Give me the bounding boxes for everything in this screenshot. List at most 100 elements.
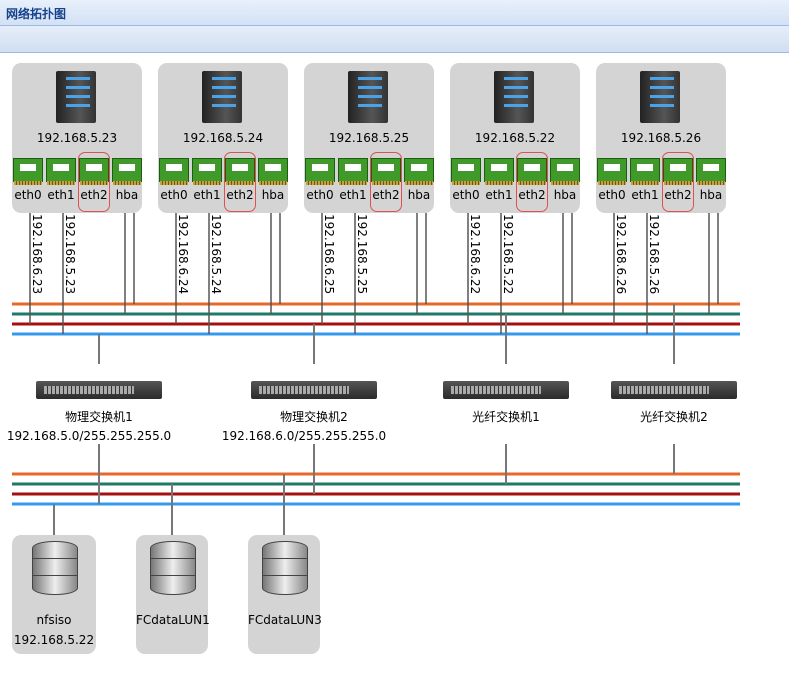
fiber-switch-icon[interactable] bbox=[611, 381, 737, 399]
toolbar bbox=[0, 26, 789, 53]
network-card-icon bbox=[663, 158, 693, 185]
switch-icon[interactable] bbox=[251, 381, 377, 399]
fiber-switch-icon[interactable] bbox=[443, 381, 569, 399]
nic-port[interactable]: eth2 bbox=[225, 158, 255, 202]
nic-port[interactable]: hba bbox=[404, 158, 434, 202]
storage-name: nfsiso bbox=[36, 613, 72, 627]
nic-port[interactable]: eth1 bbox=[338, 158, 368, 202]
server-icon bbox=[494, 71, 534, 123]
nic-label: eth0 bbox=[306, 188, 334, 202]
nic-highlight bbox=[78, 152, 110, 212]
storage-name: FCdataLUN3 bbox=[248, 613, 322, 627]
nic-highlight bbox=[224, 152, 256, 212]
network-card-icon bbox=[305, 158, 335, 185]
network-card-icon bbox=[484, 158, 514, 185]
nic-port[interactable]: eth0 bbox=[451, 158, 481, 202]
nic-port[interactable]: hba bbox=[258, 158, 288, 202]
nic-port[interactable]: eth1 bbox=[46, 158, 76, 202]
nic-port[interactable]: eth1 bbox=[192, 158, 222, 202]
nic-port[interactable]: eth0 bbox=[305, 158, 335, 202]
nic-label: eth2 bbox=[80, 188, 108, 202]
nic-label: eth1 bbox=[339, 188, 367, 202]
nic-label: eth0 bbox=[14, 188, 42, 202]
nic-label: hba bbox=[115, 188, 139, 202]
network-card-icon bbox=[46, 158, 76, 185]
network-card-icon bbox=[159, 158, 189, 185]
nic-label: eth1 bbox=[631, 188, 659, 202]
server-ip: 192.168.5.23 bbox=[36, 131, 118, 145]
server-ip: 192.168.5.24 bbox=[182, 131, 264, 145]
storage-node[interactable]: FCdataLUN1 bbox=[136, 535, 210, 654]
database-icon bbox=[262, 541, 308, 595]
switch-name: 物理交换机1 bbox=[65, 410, 133, 424]
storage-node[interactable]: FCdataLUN3 bbox=[248, 535, 322, 654]
nic-ip-label: 192.168.5.22 bbox=[501, 214, 515, 295]
nic-label: eth1 bbox=[485, 188, 513, 202]
database-icon bbox=[150, 541, 196, 595]
nic-label: eth2 bbox=[226, 188, 254, 202]
network-card-icon bbox=[371, 158, 401, 185]
server-node[interactable]: 192.168.5.24 eth0 eth1 eth2 hba bbox=[158, 63, 288, 213]
nic-ip-label: 192.168.6.23 bbox=[30, 214, 44, 295]
nic-port[interactable]: eth1 bbox=[630, 158, 660, 202]
network-card-icon bbox=[630, 158, 660, 185]
nic-label: eth1 bbox=[47, 188, 75, 202]
nic-port[interactable]: eth0 bbox=[159, 158, 189, 202]
server-icon bbox=[348, 71, 388, 123]
nic-label: eth2 bbox=[372, 188, 400, 202]
nic-highlight bbox=[516, 152, 548, 212]
server-node[interactable]: 192.168.5.23 eth0 eth1 eth2 hba bbox=[12, 63, 142, 213]
panel-header: 网络拓扑图 bbox=[0, 0, 789, 26]
network-card-icon bbox=[696, 158, 726, 185]
network-card-icon bbox=[597, 158, 627, 185]
nic-label: eth0 bbox=[452, 188, 480, 202]
storage-ip: 192.168.5.22 bbox=[13, 633, 95, 647]
nic-label: hba bbox=[407, 188, 431, 202]
network-card-icon bbox=[550, 158, 580, 185]
network-card-icon bbox=[258, 158, 288, 185]
switch-name: 光纤交换机2 bbox=[640, 410, 708, 424]
nic-label: eth2 bbox=[664, 188, 692, 202]
nic-label: eth0 bbox=[598, 188, 626, 202]
nic-port[interactable]: eth2 bbox=[371, 158, 401, 202]
nic-label: hba bbox=[553, 188, 577, 202]
nic-label: eth0 bbox=[160, 188, 188, 202]
nic-ip-label: 192.168.5.23 bbox=[63, 214, 77, 295]
network-card-icon bbox=[79, 158, 109, 185]
nic-port[interactable]: hba bbox=[112, 158, 142, 202]
server-icon bbox=[202, 71, 242, 123]
network-card-icon bbox=[517, 158, 547, 185]
network-card-icon bbox=[338, 158, 368, 185]
nic-port[interactable]: hba bbox=[696, 158, 726, 202]
nic-ip-label: 192.168.6.25 bbox=[322, 214, 336, 295]
nic-highlight bbox=[370, 152, 402, 212]
nic-ip-label: 192.168.5.25 bbox=[355, 214, 369, 295]
nic-ip-label: 192.168.5.26 bbox=[647, 214, 661, 295]
network-card-icon bbox=[192, 158, 222, 185]
nic-port[interactable]: eth2 bbox=[663, 158, 693, 202]
nic-ip-label: 192.168.6.22 bbox=[468, 214, 482, 295]
nic-label: hba bbox=[699, 188, 723, 202]
switch-name: 光纤交换机1 bbox=[472, 410, 540, 424]
nic-port[interactable]: eth0 bbox=[597, 158, 627, 202]
nic-port[interactable]: hba bbox=[550, 158, 580, 202]
nic-label: eth2 bbox=[518, 188, 546, 202]
nic-port[interactable]: eth2 bbox=[517, 158, 547, 202]
nic-label: eth1 bbox=[193, 188, 221, 202]
database-icon bbox=[32, 541, 78, 595]
server-icon bbox=[640, 71, 680, 123]
storage-node[interactable]: nfsiso 192.168.5.22 bbox=[12, 535, 96, 654]
nic-ip-label: 192.168.6.24 bbox=[176, 214, 190, 295]
nic-highlight bbox=[662, 152, 694, 212]
switch-subnet: 192.168.5.0/255.255.255.0 bbox=[6, 429, 172, 443]
nic-port[interactable]: eth0 bbox=[13, 158, 43, 202]
nic-port[interactable]: eth2 bbox=[79, 158, 109, 202]
network-card-icon bbox=[404, 158, 434, 185]
network-card-icon bbox=[13, 158, 43, 185]
switch-icon[interactable] bbox=[36, 381, 162, 399]
server-ip: 192.168.5.26 bbox=[620, 131, 702, 145]
server-node[interactable]: 192.168.5.26 eth0 eth1 eth2 hba bbox=[596, 63, 726, 213]
nic-port[interactable]: eth1 bbox=[484, 158, 514, 202]
